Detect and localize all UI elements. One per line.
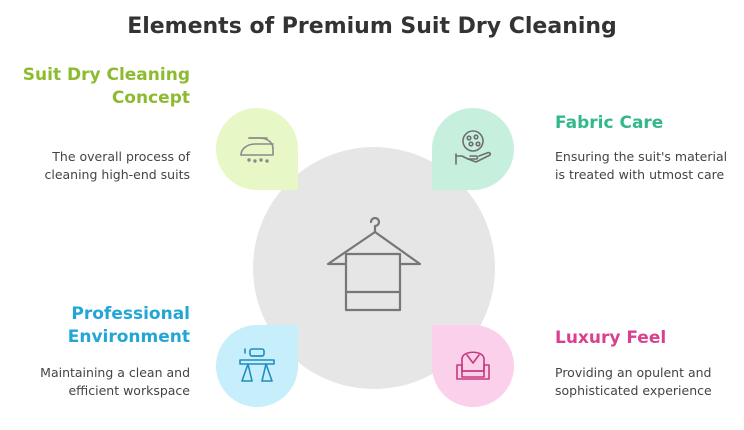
environment-description: Maintaining a clean and efficient worksp… bbox=[40, 365, 190, 398]
fabric-care-petal bbox=[432, 108, 514, 190]
fabric-care-heading: Fabric Care bbox=[555, 113, 664, 133]
concept-description: The overall process of cleaning high-end… bbox=[44, 149, 190, 182]
fabric-care-description: Ensuring the suit's material is treated … bbox=[555, 149, 728, 182]
concept-heading: Suit Dry Cleaning Concept bbox=[22, 65, 190, 108]
ironing-board-icon bbox=[239, 348, 275, 382]
luxury-description: Providing an opulent and sophisticated e… bbox=[555, 365, 712, 398]
luxury-seat-icon bbox=[456, 351, 490, 380]
luxury-heading: Luxury Feel bbox=[555, 328, 667, 348]
luxury-petal bbox=[432, 325, 514, 407]
iron-icon bbox=[240, 137, 274, 163]
fabric-roll-hand-icon bbox=[455, 130, 492, 165]
environment-heading: Professional Environment bbox=[67, 304, 190, 347]
diagram-title: Elements of Premium Suit Dry Cleaning bbox=[127, 14, 617, 39]
hanger-towel-icon bbox=[326, 216, 422, 312]
environment-petal bbox=[216, 325, 298, 407]
concept-petal bbox=[216, 108, 298, 190]
